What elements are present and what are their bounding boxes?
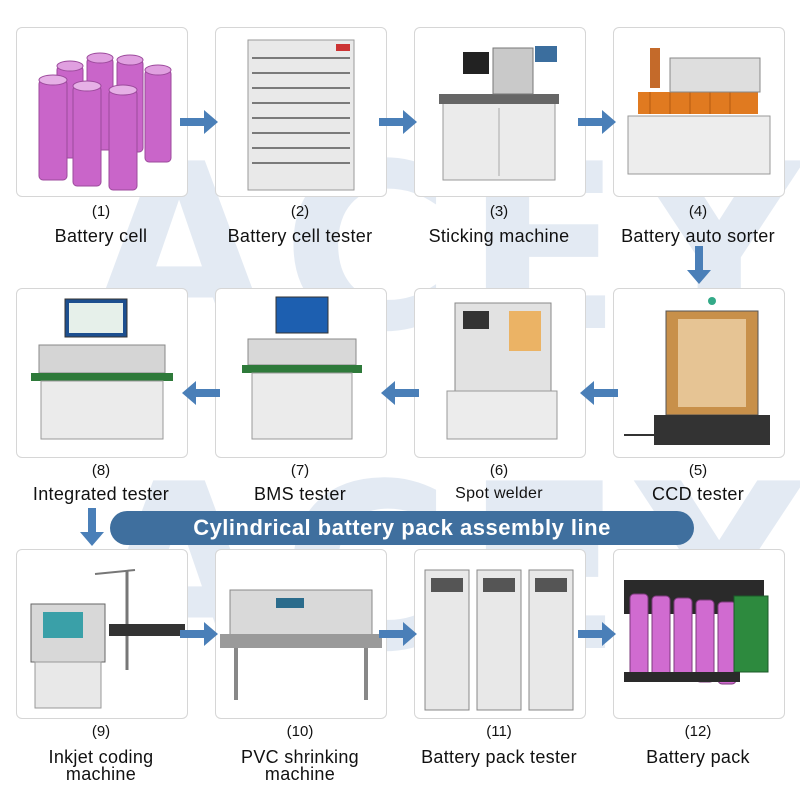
- step-number: (3): [489, 203, 509, 220]
- assembly-line-title: Cylindrical battery pack assembly line: [110, 511, 694, 545]
- battery-cell-image: [16, 27, 188, 197]
- arrow-right-icon: [578, 110, 616, 134]
- step-label: Battery cell tester: [227, 226, 373, 246]
- arrow-down-icon: [80, 508, 104, 546]
- battery-pack-tester-image: [414, 549, 586, 719]
- step-label: BMS tester: [253, 484, 347, 504]
- arrow-down-icon: [687, 246, 711, 284]
- battery-cell-tester-image: [215, 27, 387, 197]
- step-label: Inkjet coding machine: [48, 747, 154, 784]
- step-number: (9): [91, 723, 111, 740]
- step-label: Battery pack tester: [421, 747, 577, 767]
- step-number: (4): [688, 203, 708, 220]
- step-label: Sticking machine: [428, 226, 570, 246]
- arrow-right-icon: [180, 622, 218, 646]
- step-number: (12): [684, 723, 712, 740]
- step-number: (8): [91, 462, 111, 479]
- step-number: (5): [688, 462, 708, 479]
- step-number: (10): [286, 723, 314, 740]
- arrow-right-icon: [379, 110, 417, 134]
- step-label: CCD tester: [651, 484, 744, 504]
- step-label: Battery pack: [646, 747, 750, 767]
- step-number: (7): [290, 462, 310, 479]
- arrow-left-icon: [182, 381, 220, 405]
- ccd-tester-image: [613, 288, 785, 458]
- pvc-shrinking-machine-image: [215, 549, 387, 719]
- arrow-right-icon: [379, 622, 417, 646]
- arrow-right-icon: [578, 622, 616, 646]
- arrow-right-icon: [180, 110, 218, 134]
- step-label: PVC shrinking machine: [241, 747, 359, 784]
- step-label: Battery cell: [54, 226, 148, 246]
- sticking-machine-image: [414, 27, 586, 197]
- spot-welder-image: [414, 288, 586, 458]
- step-number: (11): [486, 723, 512, 740]
- step-label: Spot welder: [455, 485, 543, 502]
- arrow-left-icon: [580, 381, 618, 405]
- step-label: Integrated tester: [32, 484, 170, 504]
- battery-pack-image: [613, 549, 785, 719]
- step-number: (2): [290, 203, 310, 220]
- arrow-left-icon: [381, 381, 419, 405]
- integrated-tester-image: [16, 288, 188, 458]
- battery-auto-sorter-image: [613, 27, 785, 197]
- step-number: (1): [91, 203, 111, 220]
- bms-tester-image: [215, 288, 387, 458]
- step-label: Battery auto sorter: [621, 226, 775, 246]
- step-number: (6): [489, 462, 509, 479]
- inkjet-coding-machine-image: [16, 549, 188, 719]
